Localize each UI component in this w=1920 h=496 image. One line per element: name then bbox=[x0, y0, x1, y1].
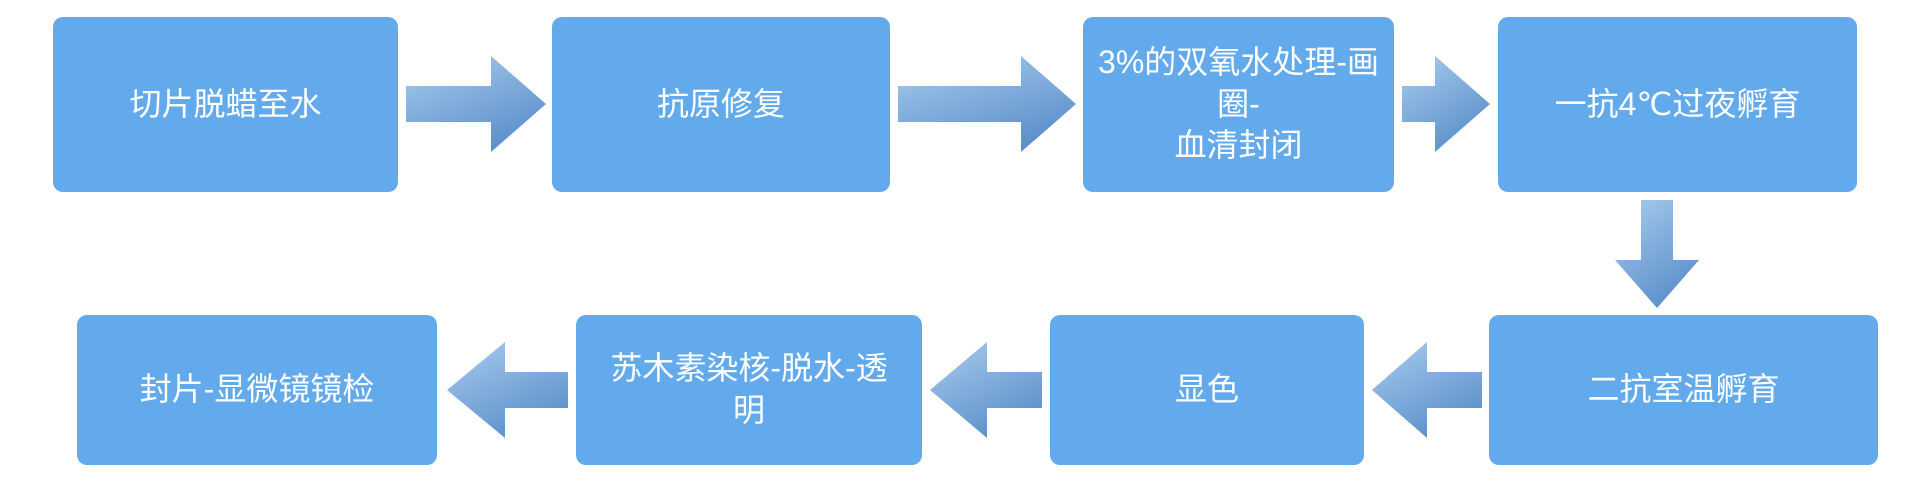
flow-node-hematoxylin-dehydrate-clear: 苏木素染核-脱水-透 明 bbox=[576, 315, 922, 465]
arrow-left-icon bbox=[1372, 342, 1482, 438]
arrow-left-icon bbox=[930, 342, 1042, 438]
flow-node-peroxide-block: 3%的双氧水处理-画圈- 血清封闭 bbox=[1083, 17, 1394, 192]
flow-node-label: 苏木素染核-脱水-透 明 bbox=[610, 350, 888, 428]
flow-node-label: 切片脱蜡至水 bbox=[129, 85, 322, 122]
flow-node-primary-antibody: 一抗4℃过夜孵育 bbox=[1498, 17, 1857, 192]
arrow-down-icon bbox=[1615, 200, 1699, 308]
flow-node-antigen-retrieval: 抗原修复 bbox=[552, 17, 890, 192]
flow-node-label: 一抗4℃过夜孵育 bbox=[1554, 85, 1801, 122]
flow-node-label: 显色 bbox=[1174, 371, 1239, 408]
arrow-right-icon bbox=[1402, 56, 1490, 152]
flow-node-dewax-to-water: 切片脱蜡至水 bbox=[53, 17, 398, 192]
flow-node-secondary-antibody: 二抗室温孵育 bbox=[1489, 315, 1878, 465]
flow-node-mount-microscopy: 封片-显微镜镜检 bbox=[77, 315, 437, 465]
flow-node-label: 3%的双氧水处理-画圈- 血清封闭 bbox=[1098, 44, 1379, 164]
arrow-right-icon bbox=[406, 56, 546, 152]
arrow-left-icon bbox=[447, 342, 568, 438]
flow-node-label: 二抗室温孵育 bbox=[1587, 371, 1780, 408]
flow-node-label: 封片-显微镜镜检 bbox=[139, 371, 375, 408]
arrow-right-icon bbox=[898, 56, 1076, 152]
flow-node-color-development: 显色 bbox=[1050, 315, 1364, 465]
flow-node-label: 抗原修复 bbox=[656, 85, 785, 122]
